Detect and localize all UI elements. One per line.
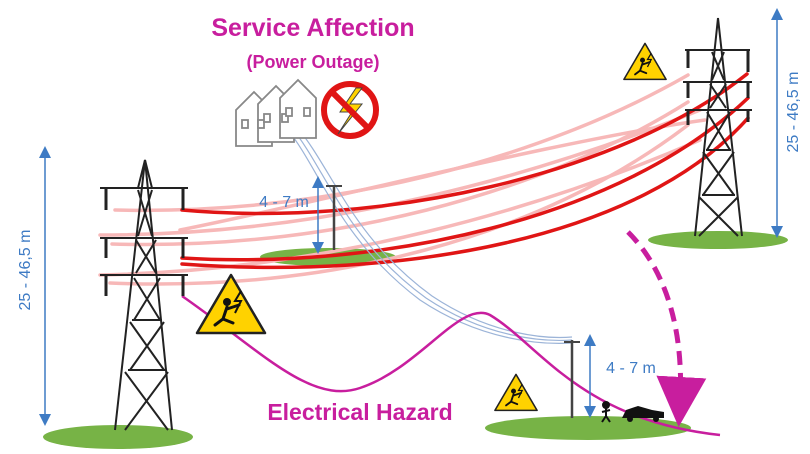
- right-tower-height-label: 25 - 46,5 m: [785, 72, 802, 153]
- fall-arrow: [626, 230, 707, 427]
- no-power-icon: [321, 81, 379, 139]
- conductor-swing-lines: [98, 73, 707, 286]
- pedestrian-icon: [601, 401, 611, 423]
- ground-lower-right: [485, 416, 691, 440]
- title-line1: Service Affection: [211, 14, 414, 42]
- high-voltage-warning-icon-top: [622, 42, 668, 81]
- houses-icon: [235, 78, 317, 147]
- title-line2: (Power Outage): [246, 52, 379, 72]
- high-voltage-warning-icon-bottom: [493, 373, 539, 412]
- upper-pole: [326, 185, 342, 250]
- hazard-label: Electrical Hazard: [267, 399, 452, 425]
- left-tower: [100, 159, 188, 431]
- car-icon: [622, 406, 664, 422]
- lower-pole: [564, 340, 580, 418]
- upper-pole-height-label: 4 - 7 m: [259, 194, 309, 211]
- left-tower-height-label: 25 - 46,5 m: [17, 230, 34, 311]
- right-tower: [683, 17, 752, 237]
- lower-pole-height-label: 4 - 7 m: [606, 360, 656, 377]
- ground-right: [648, 231, 788, 249]
- service-cables: [287, 125, 573, 344]
- fallen-line: [181, 294, 721, 437]
- ground-left: [43, 425, 193, 449]
